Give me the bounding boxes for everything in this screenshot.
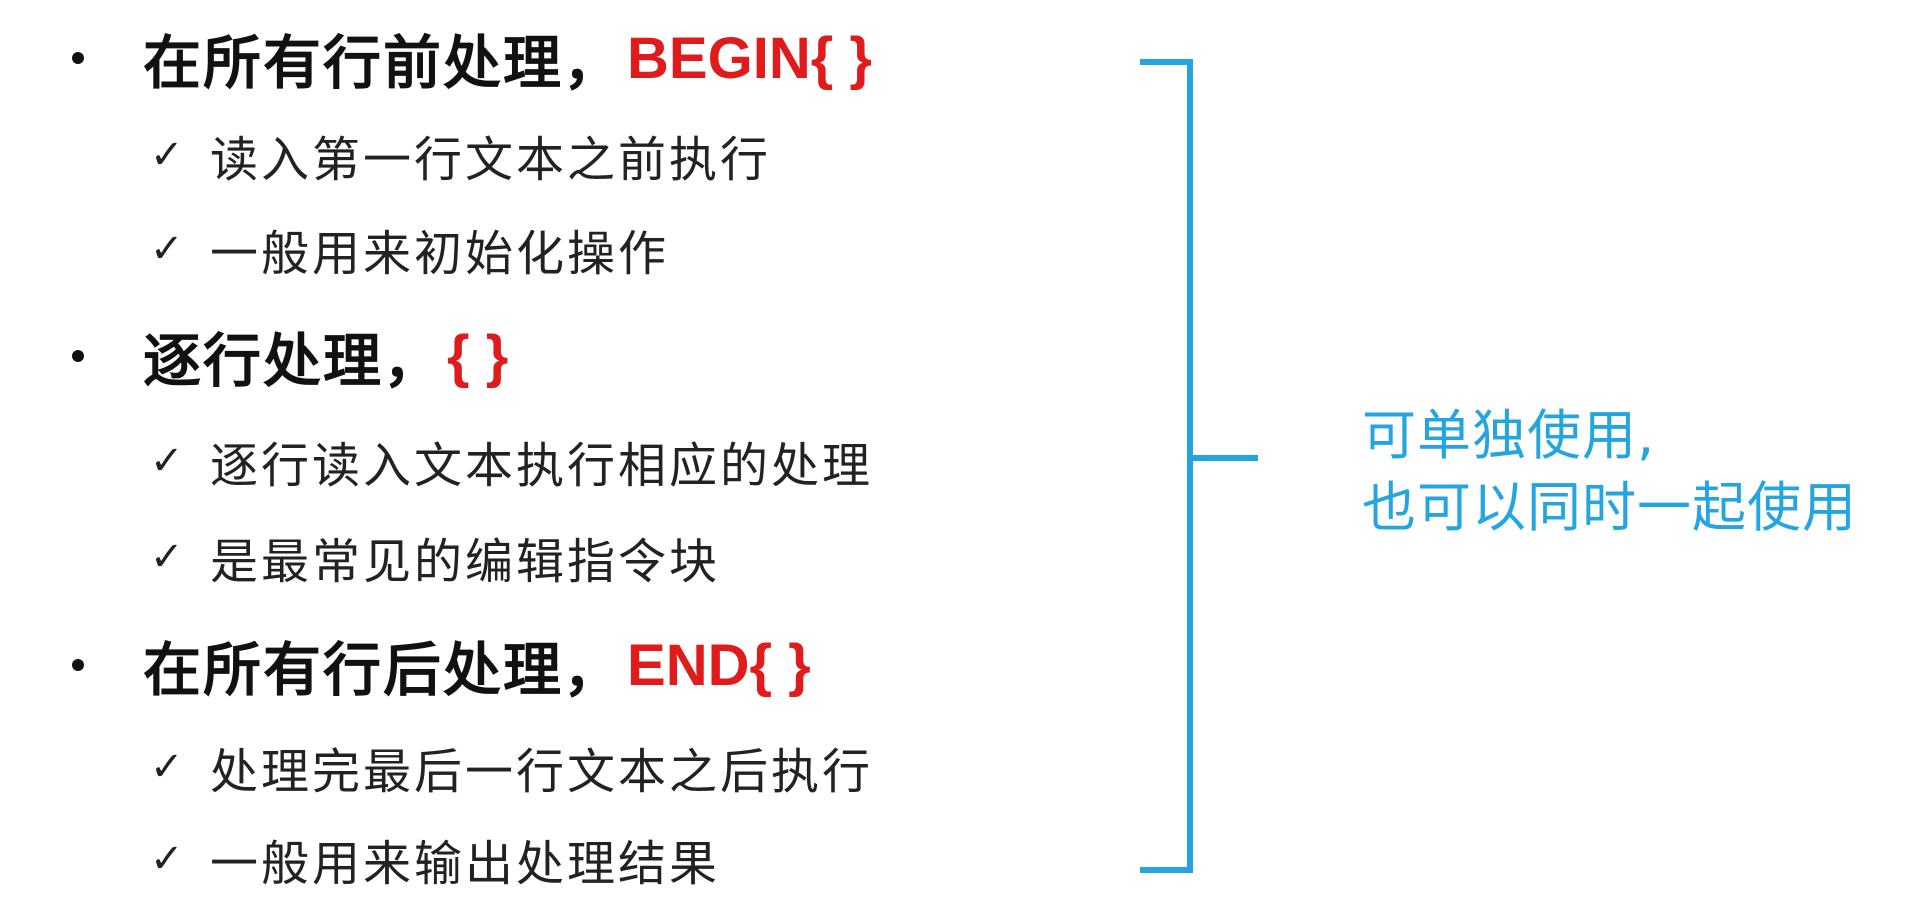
check-item: ✓ 读入第一行文本之前执行 — [150, 122, 771, 188]
bullet-begin: 在所有行前处理， BEGIN{ } — [72, 18, 872, 98]
check-item: ✓ 一般用来初始化操作 — [150, 216, 669, 282]
side-note: 可单独使用, 也可以同时一起使用 — [1362, 400, 1857, 544]
bullet-per-line: 逐行处理， { } — [72, 316, 508, 396]
check-item-text: 一般用来初始化操作 — [210, 226, 670, 282]
check-icon: ✓ — [150, 534, 184, 580]
check-item-text: 处理完最后一行文本之后执行 — [210, 744, 874, 800]
check-icon: ✓ — [150, 226, 184, 272]
check-item: ✓ 是最常见的编辑指令块 — [150, 524, 720, 590]
bullet-code: { } — [447, 323, 509, 389]
side-note-line: 也可以同时一起使用 — [1362, 476, 1857, 539]
check-item: ✓ 处理完最后一行文本之后执行 — [150, 734, 873, 800]
bullet-heading: 在所有行后处理， — [143, 636, 624, 704]
bullet-code: END{ } — [627, 632, 811, 698]
bullet-dot — [72, 52, 84, 64]
bullet-heading: 在所有行前处理， — [143, 29, 624, 97]
check-item-text: 逐行读入文本执行相应的处理 — [210, 438, 874, 494]
side-note-line: 可单独使用, — [1362, 404, 1656, 467]
check-item-text: 读入第一行文本之前执行 — [210, 132, 772, 188]
check-item: ✓ 逐行读入文本执行相应的处理 — [150, 428, 873, 494]
check-icon: ✓ — [150, 132, 184, 178]
curly-bracket — [1140, 59, 1258, 873]
check-item-text: 是最常见的编辑指令块 — [210, 534, 721, 590]
check-icon: ✓ — [150, 836, 184, 882]
bullet-code: BEGIN{ } — [627, 25, 872, 91]
check-icon: ✓ — [150, 744, 184, 790]
bullet-dot — [72, 350, 84, 362]
check-item: ✓ 一般用来输出处理结果 — [150, 826, 720, 892]
check-icon: ✓ — [150, 438, 184, 484]
check-item-text: 一般用来输出处理结果 — [210, 836, 721, 892]
bullet-end: 在所有行后处理， END{ } — [72, 625, 811, 705]
bullet-dot — [72, 659, 84, 671]
bullet-heading: 逐行处理， — [143, 327, 444, 395]
